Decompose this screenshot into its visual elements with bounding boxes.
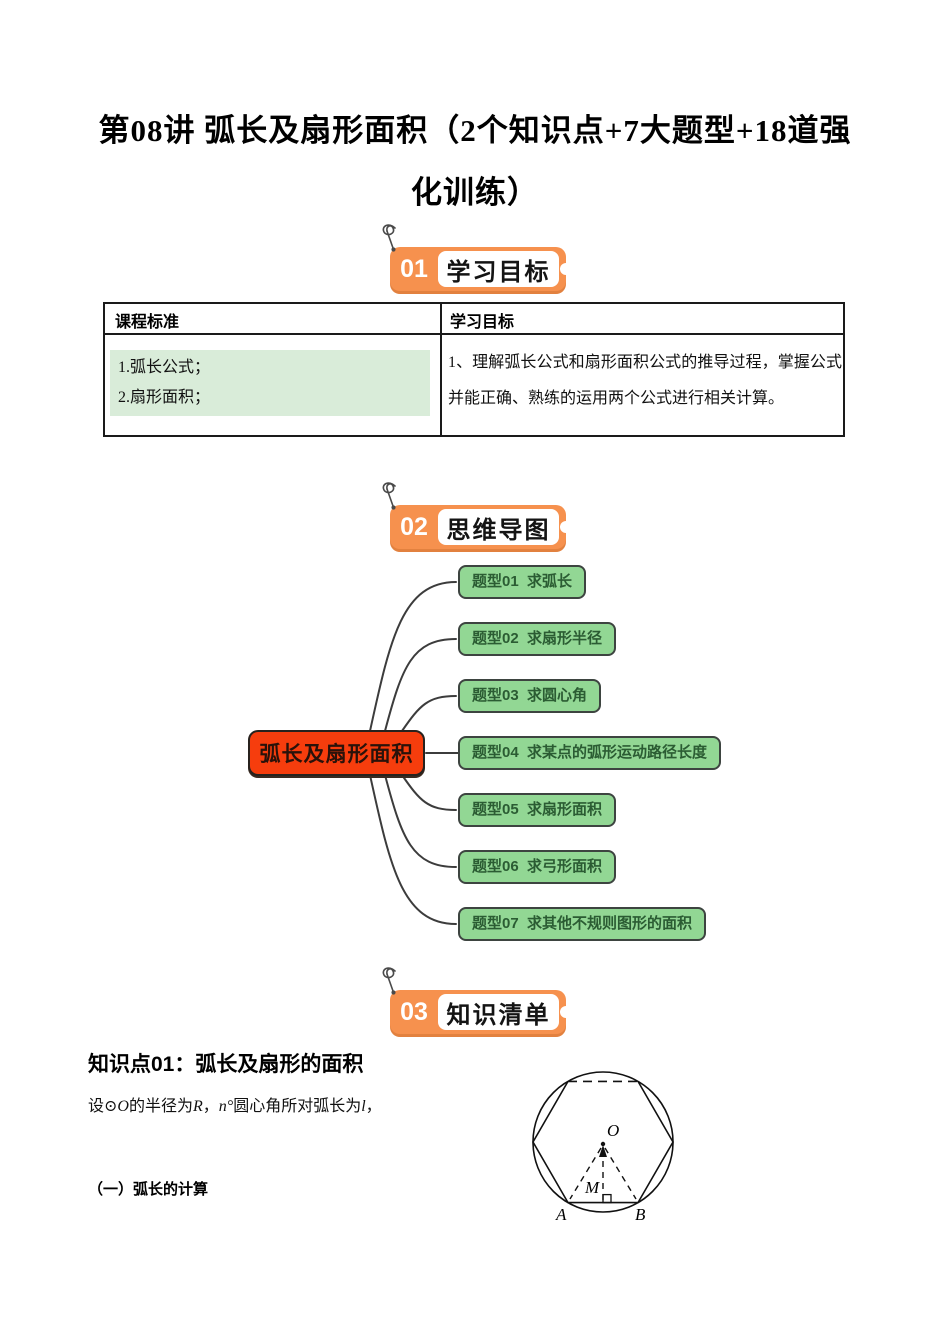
section-number: 01 xyxy=(400,254,428,283)
hexagon-circle-diagram: O M A B xyxy=(532,1071,674,1224)
radius-OB-dashed xyxy=(604,1147,637,1200)
section-label: 学习目标 xyxy=(438,251,559,287)
table-header-divider xyxy=(105,333,843,335)
section-number: 03 xyxy=(400,997,428,1026)
section-number: 02 xyxy=(400,512,428,541)
arrowhead-to-O xyxy=(599,1145,607,1157)
section-label: 思维导图 xyxy=(438,509,559,545)
paperclip-icon xyxy=(382,967,396,995)
right-angle-marker xyxy=(602,1193,612,1204)
objectives-table: 课程标准 学习目标 1.弧长公式； 2.扇形面积； 1、理解弧长公式和扇形面积公… xyxy=(103,302,845,437)
mindmap-branch-node: 题型05 求扇形面积 xyxy=(458,793,617,827)
center-point-O xyxy=(600,1141,606,1147)
table-column-divider xyxy=(440,304,442,435)
mindmap: 弧长及扇形面积 题型01 求弧长 题型02 求扇形半径 题型03 求圆心角 题型… xyxy=(230,555,730,965)
intro-text: 的半径为 xyxy=(128,1098,193,1115)
paperclip-icon xyxy=(382,224,396,252)
section-badge-objectives: 01 学习目标 xyxy=(382,224,572,291)
paperclip-icon xyxy=(382,482,396,510)
intro-text: ， xyxy=(202,1098,219,1115)
intro-text: 设 xyxy=(88,1098,105,1115)
mindmap-center-node: 弧长及扇形面积 xyxy=(248,730,425,776)
radius-OA-dashed xyxy=(569,1147,602,1200)
math-l: l xyxy=(361,1098,366,1115)
intro-paragraph: 设⊙O的半径为R，n°圆心角所对弧长为l， xyxy=(88,1092,382,1116)
goal-text: 1、理解弧长公式和扇形面积公式的推导过程，掌握公式并能正确、熟练的运用两个公式进… xyxy=(448,354,842,407)
standards-highlight: 1.弧长公式； 2.扇形面积； xyxy=(110,350,430,416)
section-badge-knowledge: 03 知识清单 xyxy=(382,967,572,1034)
label-A: A xyxy=(555,1205,567,1224)
intro-text: ， xyxy=(365,1098,382,1115)
mindmap-branch-node: 题型02 求扇形半径 xyxy=(458,622,617,656)
mindmap-branch-node: 题型07 求其他不规则图形的面积 xyxy=(458,907,707,941)
intro-text: 圆心角所对弧长为 xyxy=(233,1098,362,1115)
mindmap-connectors xyxy=(369,581,459,925)
arc-length-subheading: （一）弧长的计算 xyxy=(88,1181,209,1198)
math-circle-O: ⊙O xyxy=(104,1098,129,1115)
standard-item: 2.扇形面积； xyxy=(118,389,211,406)
section-label: 知识清单 xyxy=(438,994,559,1030)
math-n-degrees: n° xyxy=(218,1098,234,1115)
mindmap-branch-node: 题型03 求圆心角 xyxy=(458,679,602,713)
mindmap-branch-node: 题型04 求某点的弧形运动路径长度 xyxy=(458,736,722,770)
knowledge-heading: 知识点01：弧长及扇形的面积 xyxy=(88,1053,364,1076)
page-title: 第08讲 弧长及扇形面积（2个知识点+7大题型+18道强化训练） xyxy=(98,113,852,210)
label-O: O xyxy=(607,1121,619,1140)
math-R: R xyxy=(193,1098,203,1115)
label-B: B xyxy=(635,1205,646,1224)
table-header-goals: 学习目标 xyxy=(450,314,515,331)
table-header-standards: 课程标准 xyxy=(115,314,180,331)
label-M: M xyxy=(584,1178,600,1197)
section-badge-mindmap: 02 思维导图 xyxy=(382,482,572,549)
mindmap-branch-node: 题型01 求弧长 xyxy=(458,565,587,599)
mindmap-branch-node: 题型06 求弓形面积 xyxy=(458,850,617,884)
standard-item: 1.弧长公式； xyxy=(118,359,211,376)
